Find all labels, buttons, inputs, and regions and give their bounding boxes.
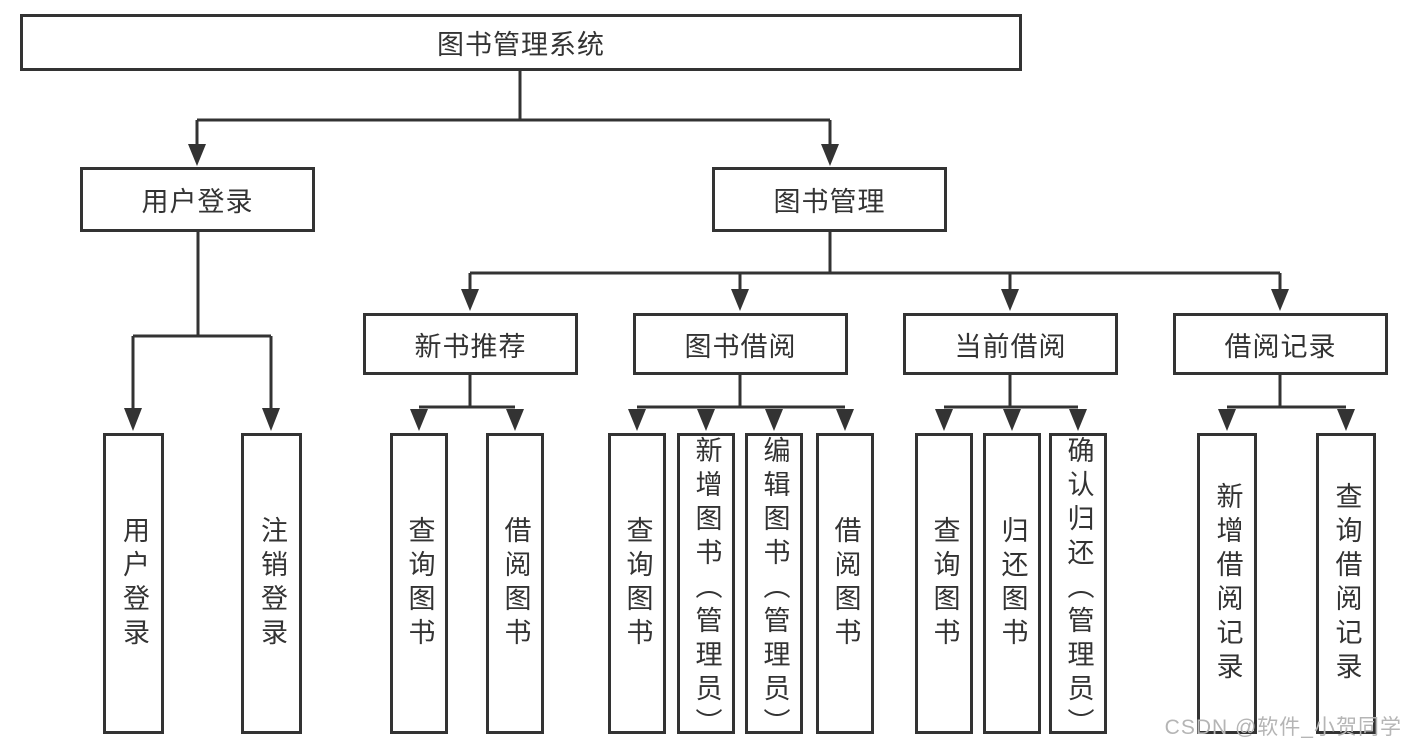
- connector-borrow-records: [1227, 375, 1346, 409]
- node-library-system: 图书管理系统: [20, 14, 1022, 71]
- leaf-edit-book-admin: 编辑图书（管理员）: [745, 433, 803, 742]
- node-current-borrow: 当前借阅: [903, 313, 1118, 375]
- connector-book-borrow: [637, 375, 845, 409]
- leaf-query-book-recommend: 查询图书: [390, 433, 448, 734]
- leaf-query-borrow-record: 查询借阅记录: [1316, 433, 1376, 734]
- leaf-query-book-current: 查询图书: [915, 433, 973, 734]
- node-book-borrow: 图书借阅: [633, 313, 848, 375]
- connector-book-management: [468, 232, 1282, 290]
- connector-current-borrow: [944, 375, 1078, 409]
- leaf-borrow-book-recommend: 借阅图书: [486, 433, 544, 734]
- leaf-confirm-return-admin: 确认归还（管理员）: [1049, 433, 1107, 742]
- leaf-user-login: 用户登录: [103, 433, 164, 734]
- connector-new-book: [419, 375, 515, 409]
- node-book-management: 图书管理: [712, 167, 947, 232]
- leaf-logout-login: 注销登录: [241, 433, 302, 734]
- leaf-return-book: 归还图书: [983, 433, 1041, 734]
- leaf-query-book-borrow: 查询图书: [608, 433, 666, 734]
- leaf-add-book-admin: 新增图书（管理员）: [677, 433, 735, 742]
- node-user-login: 用户登录: [80, 167, 315, 232]
- leaf-add-borrow-record: 新增借阅记录: [1197, 433, 1257, 734]
- connector-user-login: [131, 232, 273, 410]
- leaf-borrow-book: 借阅图书: [816, 433, 874, 734]
- connector-root: [195, 71, 832, 146]
- node-borrow-records: 借阅记录: [1173, 313, 1388, 375]
- arrowheads: [124, 144, 1355, 431]
- node-new-book-recommend: 新书推荐: [363, 313, 578, 375]
